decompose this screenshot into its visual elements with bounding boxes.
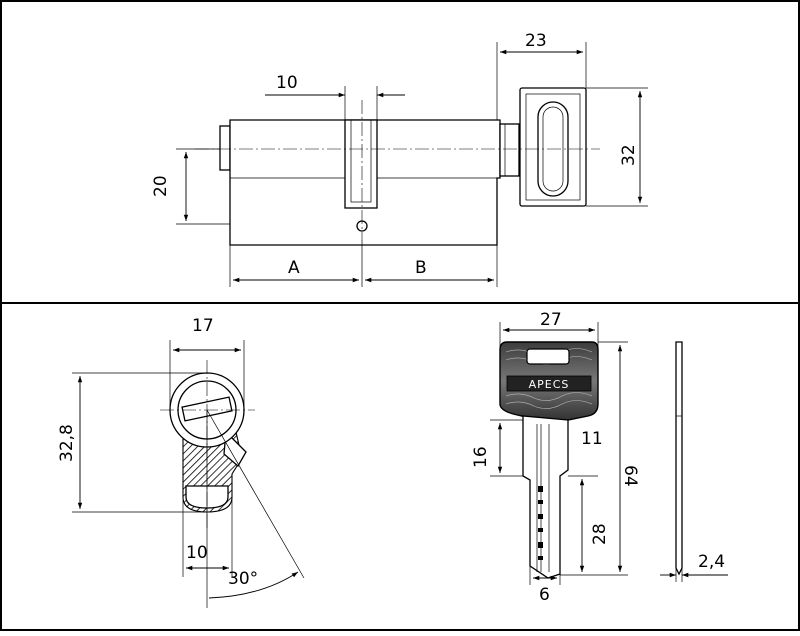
key-length-label: 64 <box>620 465 640 487</box>
key-brand-label: APECS <box>529 378 570 391</box>
knob-height-label: 32 <box>619 144 639 166</box>
key-thickness-label: 2,4 <box>698 552 725 572</box>
key-drawing: APECS 27 64 16 11 <box>471 310 640 605</box>
side-b-label: B <box>415 258 427 278</box>
cylinder-profile-section: 17 32,8 10 30° <box>57 316 305 608</box>
profile-angle-label: 30° <box>228 569 258 589</box>
profile-height-label: 32,8 <box>57 424 77 462</box>
cylinder-dimensions: 10 20 23 32 A B <box>151 31 648 287</box>
key-thickness-view: 2,4 <box>660 341 728 582</box>
cam-width-label: 10 <box>276 73 298 93</box>
key-tip-width-label: 6 <box>539 585 550 605</box>
knob-width-label: 23 <box>525 31 547 51</box>
side-a-label: A <box>288 258 300 278</box>
profile-bottom-width-label: 10 <box>186 543 208 563</box>
key-shoulder-label: 16 <box>471 446 491 468</box>
profile-width-label: 17 <box>192 316 214 336</box>
cylinder-height-label: 20 <box>151 175 171 197</box>
key-bit-length-label: 28 <box>590 523 610 545</box>
key-head-width-label: 27 <box>540 310 562 330</box>
key-blade-width-label: 11 <box>581 429 603 449</box>
cylinder-side-view <box>195 87 600 246</box>
